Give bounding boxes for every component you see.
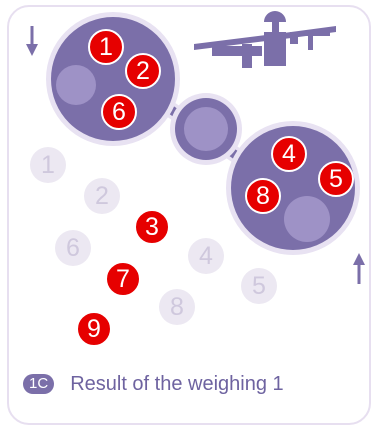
coin-on-right-pan[interactable]: 5 [318, 161, 354, 197]
coin-on-left-pan[interactable]: 1 [88, 29, 124, 65]
coin-on-left-pan[interactable]: 6 [101, 94, 137, 130]
coin-on-right-pan[interactable]: 4 [271, 136, 307, 172]
step-badge: 1C [23, 374, 54, 394]
coin-on-right-pan[interactable]: 8 [245, 178, 281, 214]
balance-scale-icon [190, 10, 340, 68]
ghost-coin: 2 [84, 178, 120, 214]
scale-pivot [175, 98, 237, 160]
arrow-up-icon [352, 252, 366, 284]
caption-text: Result of the weighing 1 [70, 373, 283, 396]
ghost-coin: 4 [188, 238, 224, 274]
scale-pivot-center [184, 107, 228, 151]
left-pan-empty-slot [56, 65, 96, 105]
remaining-coin[interactable]: 9 [76, 311, 112, 347]
right-pan-empty-slot [284, 196, 330, 242]
ghost-coin: 1 [30, 147, 66, 183]
caption: 1C Result of the weighing 1 [23, 372, 284, 396]
ghost-coin: 6 [55, 230, 91, 266]
ghost-coin: 5 [241, 268, 277, 304]
remaining-coin[interactable]: 7 [105, 261, 141, 297]
remaining-coin[interactable]: 3 [134, 209, 170, 245]
coin-on-left-pan[interactable]: 2 [125, 53, 161, 89]
ghost-coin: 8 [159, 289, 195, 325]
arrow-down-icon [25, 26, 39, 58]
